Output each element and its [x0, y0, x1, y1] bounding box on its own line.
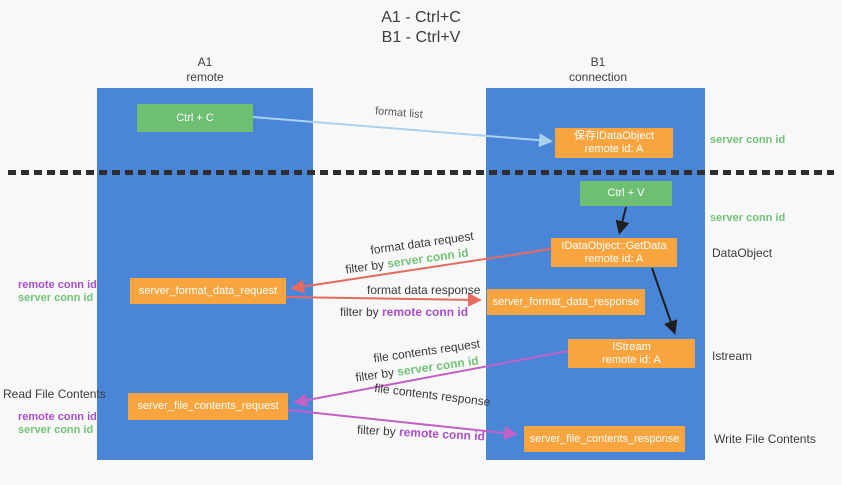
server-format-data-request-label: server_format_data_request: [138, 284, 278, 297]
istream-side-label: Istream: [712, 349, 753, 363]
diagram-title: A1 - Ctrl+C B1 - Ctrl+V: [0, 8, 842, 48]
save-idataobject-line2: remote id: A: [584, 143, 644, 155]
server-format-data-response-label: server_format_data_response: [492, 295, 640, 308]
dataobject-label: DataObject: [712, 246, 773, 260]
server-file-contents-request-label: server_file_contents_request: [137, 400, 279, 412]
server-format-data-request-box: server_format_data_request: [130, 278, 286, 304]
title-line-1: A1 - Ctrl+C: [381, 9, 461, 26]
title-line-2: B1 - Ctrl+V: [381, 29, 461, 46]
lane-a1-subtitle: remote: [186, 70, 224, 84]
lane-b1-name: B1: [590, 55, 606, 69]
filter-prefix: filter by: [344, 256, 389, 277]
istream-line1: IStream: [612, 340, 651, 353]
server-file-contents-request-box: server_file_contents_request: [128, 393, 288, 420]
lane-header-b1: B1 connection: [538, 55, 658, 85]
ctrl-c-box: Ctrl + C: [137, 104, 253, 132]
server-format-data-response-box: server_format_data_response: [487, 289, 645, 315]
write-file-contents-label: Write File Contents: [714, 432, 816, 446]
save-idataobject-line1: 保存IDataObject: [573, 130, 655, 142]
session-divider-dashed-line: [8, 170, 834, 175]
ctrl-v-label: Ctrl + V: [607, 187, 645, 199]
server-file-contents-response-label: server_file_contents_response: [529, 432, 680, 445]
lane-header-a1: A1 remote: [145, 55, 265, 85]
left-server-conn-id-label-2: server conn id: [18, 424, 94, 436]
save-idataobject-box: 保存IDataObject remote id: A: [555, 128, 673, 158]
format-list-label: format list: [374, 105, 424, 121]
idataobject-getdata-box: IDataObject::GetData remote id: A: [551, 238, 677, 267]
getdata-line1: IDataObject::GetData: [561, 239, 667, 252]
filter-by-remote-conn-id-label-2: filter by remote conn id: [357, 423, 486, 444]
lane-b1-subtitle: connection: [568, 70, 628, 84]
filter-prefix: filter by: [356, 422, 400, 439]
ctrl-v-box: Ctrl + V: [580, 181, 672, 206]
left-server-conn-id-label-1: server conn id: [18, 292, 94, 304]
left-remote-conn-id-label-2: remote conn id: [18, 411, 97, 423]
filter-by-remote-conn-id-label-1: filter by remote conn id: [340, 305, 468, 319]
ctrl-c-label: Ctrl + C: [176, 111, 214, 124]
read-file-contents-label: Read File Contents: [3, 387, 106, 401]
format-data-response-arrow: [285, 292, 482, 307]
right-server-conn-id-label-mid: server conn id: [710, 212, 786, 224]
format-data-response-label: format data response: [367, 283, 481, 297]
istream-line2: remote id: A: [602, 353, 661, 366]
istream-box: IStream remote id: A: [568, 339, 695, 368]
remote-conn-id-highlight: remote conn id: [398, 424, 486, 444]
right-server-conn-id-label-top: server conn id: [710, 134, 786, 146]
getdata-line2: remote id: A: [584, 252, 644, 265]
left-remote-conn-id-label-1: remote conn id: [18, 279, 97, 291]
file-contents-response-label: file contents response: [373, 380, 492, 410]
server-file-contents-response-box: server_file_contents_response: [524, 426, 685, 452]
filter-prefix: filter by: [340, 305, 383, 319]
lane-a1-name: A1: [197, 55, 213, 69]
remote-conn-id-highlight: remote conn id: [382, 305, 469, 319]
